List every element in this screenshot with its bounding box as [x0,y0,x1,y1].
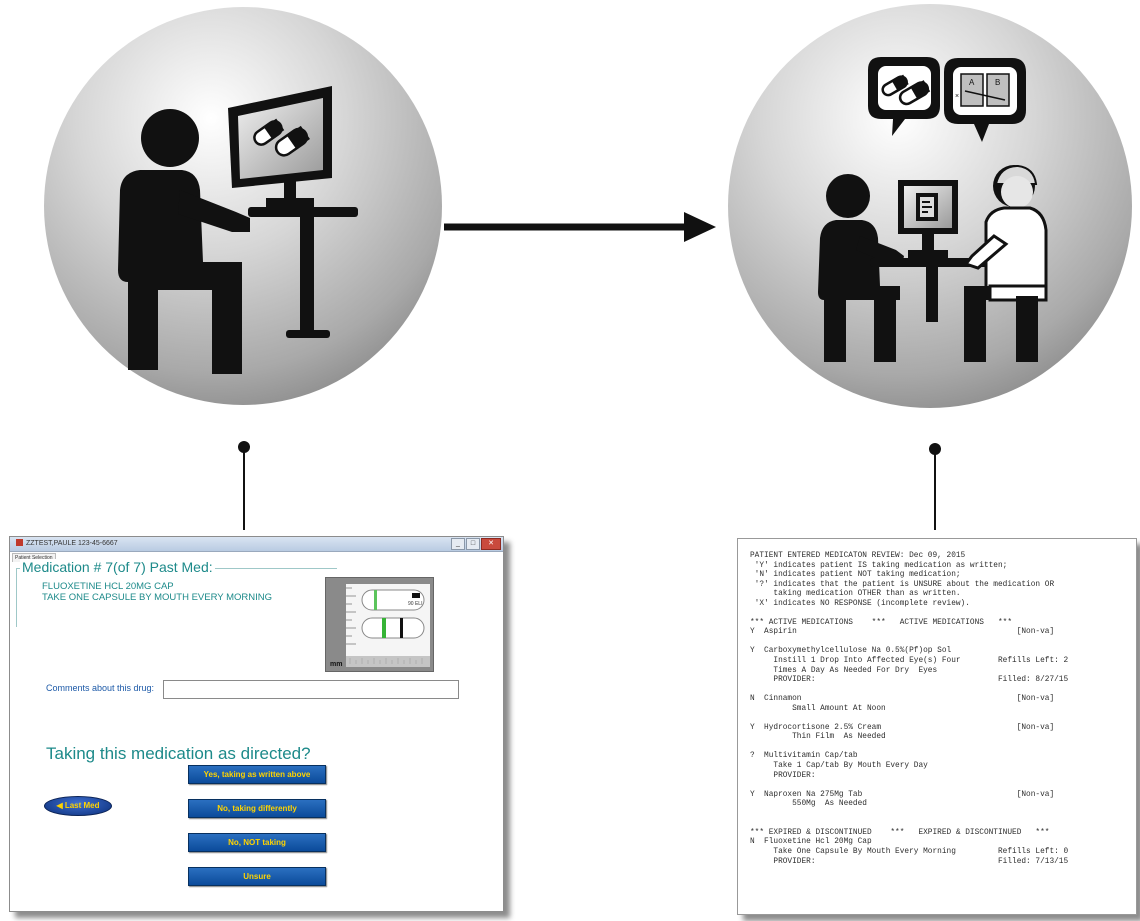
report-line: 'X' indicates NO RESPONSE (incomplete re… [754,599,970,608]
close-button[interactable]: ✕ [481,538,501,550]
report-line: Thin Film As Needed [792,733,886,742]
minimize-button[interactable]: _ [451,538,465,550]
yes-taking-button[interactable]: Yes, taking as written above [188,765,326,784]
medication-header: Medication # 7(of 7) Past Med: [20,559,215,575]
report-line: *** EXPIRED & DISCONTINUED *** EXPIRED &… [750,828,1050,837]
arrow-right-icon [444,212,716,242]
adherence-question: Taking this medication as directed? [46,744,311,763]
report-line: Instill 1 Drop Into Affected Eye(s) Four… [773,657,1069,666]
report-line: 'Y' indicates patient IS taking medicati… [754,561,1008,570]
pill-photo: 90 ELI mm [325,577,434,672]
scale-unit: mm [330,661,342,668]
report-line: ? Multivitamin Cap/tab [750,752,858,761]
tab-patient-selection[interactable]: Patient Selection [12,553,56,562]
svg-text:×: × [955,93,959,100]
comments-label: Comments about this drug: [46,683,155,693]
report-line: *** ACTIVE MEDICATIONS *** ACTIVE MEDICA… [750,618,1013,627]
report-line: N Cinnamon [Non-va] [750,695,1055,704]
left-connector [238,441,250,530]
medication-review-window: ZZTEST,PAULE 123-45-6667 _ □ ✕ Patient S… [9,536,504,912]
pill-imprint: 90 ELI [408,601,422,607]
patient-with-clinician-icon: A B × [728,4,1132,408]
report-line: 550Mg As Needed [792,800,867,809]
maximize-button[interactable]: □ [466,538,480,550]
last-med-label: Last Med [64,801,100,810]
report-line: PROVIDER: Filled: 8/27/15 [773,676,1069,685]
drug-name: FLUOXETINE HCL 20MG CAP [42,581,174,592]
patient-at-computer-icon [44,7,442,405]
report-line: PROVIDER: [773,771,816,780]
window-titlebar: ZZTEST,PAULE 123-45-6667 _ □ ✕ [10,537,503,552]
report-line: Take One Capsule By Mouth Every Morning … [773,847,1069,856]
last-med-button[interactable]: ◀ Last Med [44,796,112,816]
report-line: N Fluoxetine Hcl 20Mg Cap [750,838,872,847]
pill-image: 90 ELI mm [326,578,433,671]
report-line: taking medication OTHER than as written. [773,590,961,599]
report-line: 'N' indicates patient NOT taking medicat… [754,571,961,580]
report-line: Y Carboxymethylcellulose Na 0.5%(Pf)op S… [750,647,952,656]
svg-text:B: B [995,78,1000,87]
taking-differently-button[interactable]: No, taking differently [188,799,326,818]
report-line: '?' indicates that the patient is UNSURE… [754,580,1055,589]
back-arrow-icon: ◀ [56,801,65,810]
report-line: Y Aspirin [Non-va] [750,628,1055,637]
report-line: Small Amount At Noon [792,704,886,713]
report-line: Times A Day As Needed For Dry Eyes [773,666,938,675]
report-line: Y Naproxen Na 275Mg Tab [Non-va] [750,790,1055,799]
window-controls: _ □ ✕ [451,538,501,550]
unsure-button[interactable]: Unsure [188,867,326,886]
drug-sig: TAKE ONE CAPSULE BY MOUTH EVERY MORNING [42,592,272,603]
svg-text:A: A [969,78,975,87]
report-text: PATIENT ENTERED MEDICATON REVIEW: Dec 09… [750,552,1068,867]
medication-review-report: PATIENT ENTERED MEDICATON REVIEW: Dec 09… [737,538,1137,915]
report-line: PATIENT ENTERED MEDICATON REVIEW: Dec 09… [750,552,966,560]
app-icon [16,539,23,546]
not-taking-button[interactable]: No, NOT taking [188,833,326,852]
report-line: PROVIDER: Filled: 7/13/15 [773,857,1069,866]
right-connector [929,443,941,530]
report-line: Take 1 Cap/tab By Mouth Every Day [773,762,928,771]
report-line: Y Hydrocortisone 2.5% Cream [Non-va] [750,723,1055,732]
window-title: ZZTEST,PAULE 123-45-6667 [26,540,118,547]
comments-input[interactable] [163,680,459,699]
